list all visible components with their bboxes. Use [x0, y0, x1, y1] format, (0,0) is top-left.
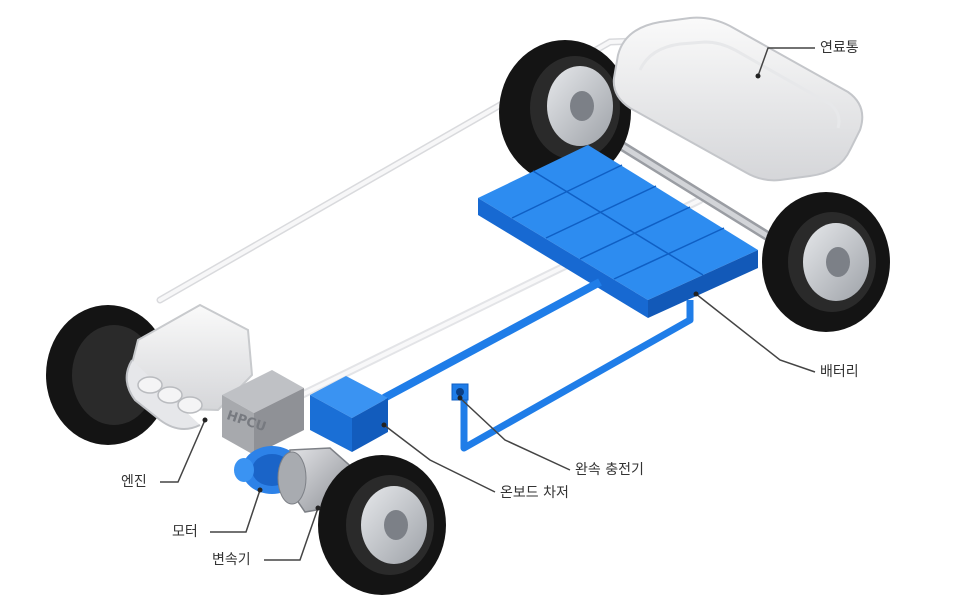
leader-dots [202, 73, 761, 511]
rear-right-wheel [762, 192, 890, 332]
leader-lines [160, 47, 816, 561]
leader-fuel-tank [757, 47, 815, 77]
label-transmission: 변속기 [212, 552, 251, 568]
leader-engine [160, 419, 206, 483]
rear-left-wheel [499, 40, 631, 184]
leader-battery [695, 293, 816, 373]
front-right-wheel [318, 455, 446, 595]
battery-pack [478, 145, 758, 318]
label-slow-charger: 완속 충전기 [575, 462, 644, 478]
leader-onboard-charger [383, 424, 496, 493]
fuel-tank [612, 16, 864, 182]
onboard-charger-unit [310, 376, 388, 452]
leader-transmission [264, 507, 319, 561]
label-engine: 엔진 [121, 474, 147, 490]
label-onboard-charger: 온보드 차저 [500, 485, 569, 501]
label-fuel-tank: 연료통 [820, 40, 859, 56]
label-battery: 배터리 [820, 364, 859, 380]
leader-motor [210, 489, 261, 533]
label-motor: 모터 [172, 524, 198, 540]
leader-slow-charger [459, 397, 571, 471]
hpcu-unit: HPCU [222, 370, 304, 455]
hv-cables [382, 278, 694, 452]
